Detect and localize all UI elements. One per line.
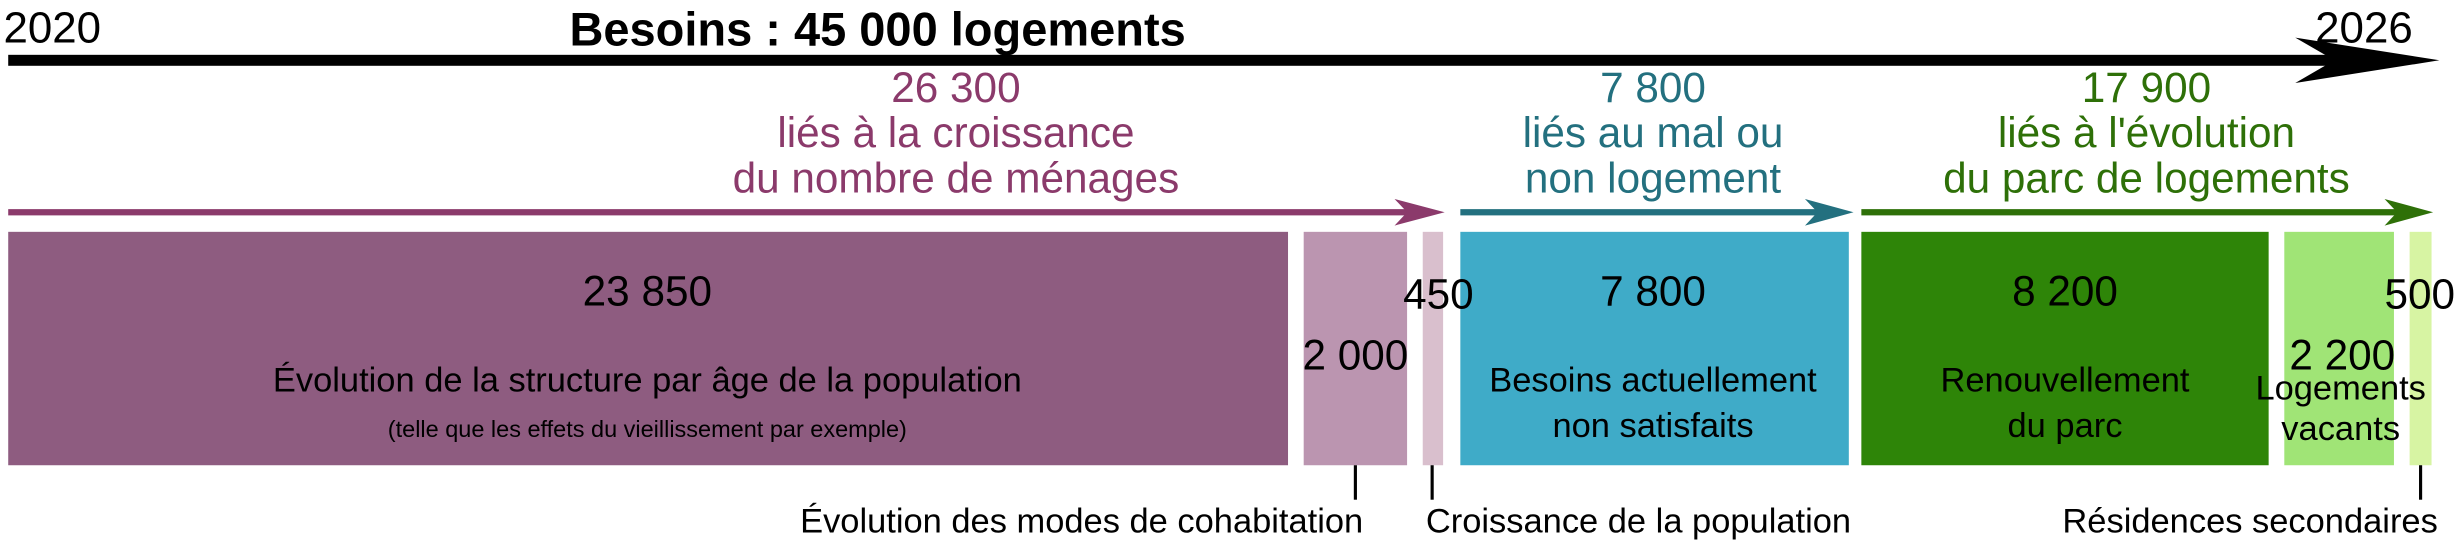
segment-label: Renouvellement: [1941, 362, 2190, 400]
group-household-growth: 26 300 liés à la croissance du nombre de…: [8, 64, 1445, 226]
leader-line: [1430, 465, 1434, 500]
group-label: du parc de logements: [1943, 155, 2350, 202]
segment-bar: [8, 231, 1289, 466]
group-value: 26 300: [891, 64, 1020, 111]
segment-value: 2 000: [1302, 332, 1408, 379]
segment-bar: [2409, 231, 2432, 466]
segment-bar: [1422, 231, 1444, 466]
group-label: liés à l'évolution: [1998, 109, 2295, 156]
segment-sublabel: (telle que les effets du vieillissement …: [388, 416, 907, 442]
segment-label: Besoins actuellement: [1489, 362, 1817, 400]
diagram-title: Besoins : 45 000 logements: [569, 2, 1185, 55]
segment-bar: [1861, 231, 2269, 466]
segment-vacant: [2284, 231, 2394, 466]
segment-age-structure: 23 850 Évolution de la structure par âge…: [8, 231, 1289, 466]
segment-bar: [2284, 231, 2394, 466]
segment-value: 23 850: [583, 267, 712, 314]
group-arrow: [8, 209, 1419, 216]
segment-bar: [1303, 231, 1408, 466]
leader-line: [1353, 465, 1357, 500]
start-year: 2020: [4, 3, 102, 52]
segment-label: du parc: [2008, 407, 2123, 445]
group-housing-stock: 17 900 liés à l'évolution du parc de log…: [1861, 64, 2434, 226]
group-label: non logement: [1525, 155, 1781, 202]
segment-unmet-needs: 7 800 Besoins actuellement non satisfait…: [1460, 231, 1849, 466]
segment-renewal: 8 200 Renouvellement du parc: [1861, 231, 2269, 466]
segment-label: vacants: [2281, 410, 2400, 448]
segment-population-growth: Croissance de la population: [1422, 231, 1851, 541]
group-value: 7 800: [1600, 64, 1706, 111]
segment-value: 2 200: [2289, 332, 2395, 379]
segment-value: 7 800: [1600, 267, 1706, 314]
segment-callout: Croissance de la population: [1426, 503, 1851, 541]
segment-bar: [1460, 231, 1849, 466]
segment-callout: Évolution des modes de cohabitation: [800, 502, 1363, 541]
segment-label: Logements: [2255, 369, 2425, 407]
segment-secondary-homes: Résidences secondaires: [2062, 231, 2438, 541]
segment-label: non satisfaits: [1552, 407, 1753, 445]
group-label: liés au mal ou: [1523, 109, 1784, 156]
group-value: 17 900: [2082, 64, 2211, 111]
group-label: du nombre de ménages: [733, 155, 1180, 202]
group-arrow: [1861, 209, 2410, 216]
segment-callout: Résidences secondaires: [2062, 503, 2437, 541]
segment-cohabitation: Évolution des modes de cohabitation: [800, 231, 1408, 541]
segment-value: 500: [2385, 271, 2456, 318]
segment-label: Évolution de la structure par âge de la …: [273, 361, 1022, 400]
segment-value: 450: [1403, 271, 1474, 318]
overflow-labels: 2 000 450 2 200 Logements vacants 500: [1302, 271, 2455, 449]
leader-line: [2419, 465, 2423, 500]
group-arrow: [1460, 209, 1829, 216]
group-poor-housing: 7 800 liés au mal ou non logement: [1460, 64, 1854, 226]
timeline-arrow: [8, 37, 2440, 84]
group-label: liés à la croissance: [777, 109, 1134, 156]
segment-value: 8 200: [2012, 267, 2118, 314]
